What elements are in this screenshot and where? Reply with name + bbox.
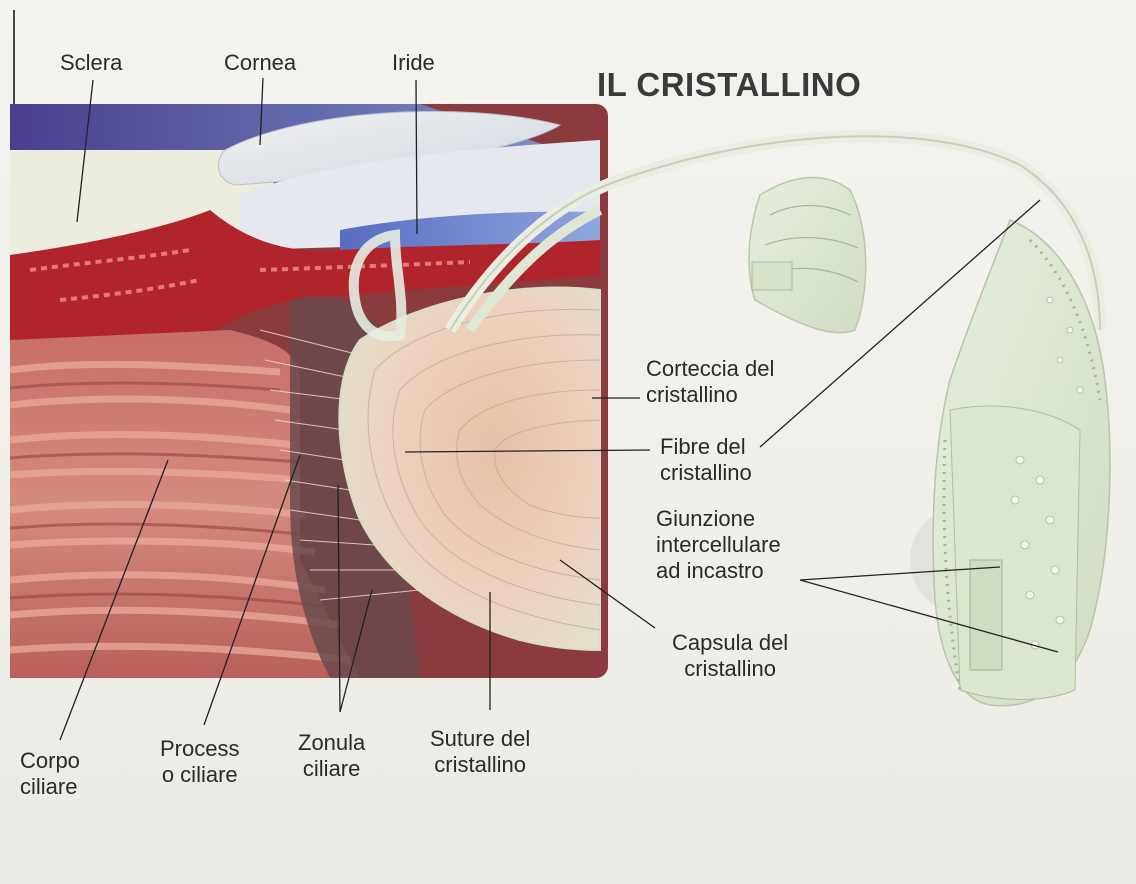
label-corteccia: Corteccia del cristallino: [646, 356, 774, 408]
label-corteccia-line1: Corteccia del: [646, 356, 774, 382]
label-capsula-line1: Capsula del: [672, 630, 788, 656]
label-processo-line1: Process: [160, 736, 239, 762]
label-giunzione: Giunzione intercellulare ad incastro: [656, 506, 781, 584]
label-iride: Iride: [392, 50, 435, 76]
label-zonula-line2: ciliare: [298, 756, 365, 782]
label-suture-line1: Suture del: [430, 726, 530, 752]
fiber-segment-large: [910, 220, 1110, 706]
fiber-segment-small: [749, 178, 866, 333]
label-processo-line2: o ciliare: [160, 762, 239, 788]
label-processo: Process o ciliare: [160, 736, 239, 788]
label-giunzione-line1: Giunzione: [656, 506, 781, 532]
label-corpo: Corpo ciliare: [20, 748, 80, 800]
label-corpo-line2: ciliare: [20, 774, 80, 800]
label-fibre-line1: Fibre del: [660, 434, 752, 460]
label-corteccia-line2: cristallino: [646, 382, 774, 408]
label-suture-line2: cristallino: [430, 752, 530, 778]
label-giunzione-line3: ad incastro: [656, 558, 781, 584]
label-fibre-line2: cristallino: [660, 460, 752, 486]
label-corpo-line1: Corpo: [20, 748, 80, 774]
label-cornea: Cornea: [224, 50, 296, 76]
label-sclera: Sclera: [60, 50, 122, 76]
label-fibre: Fibre del cristallino: [660, 434, 752, 486]
label-suture: Suture del cristallino: [430, 726, 530, 778]
label-zonula-line1: Zonula: [298, 730, 365, 756]
page-title: IL CRISTALLINO: [597, 66, 861, 104]
label-giunzione-line2: intercellulare: [656, 532, 781, 558]
label-capsula: Capsula del cristallino: [672, 630, 788, 682]
label-zonula: Zonula ciliare: [298, 730, 365, 782]
ciliary-region-panel: [10, 104, 608, 678]
label-capsula-line2: cristallino: [672, 656, 788, 682]
